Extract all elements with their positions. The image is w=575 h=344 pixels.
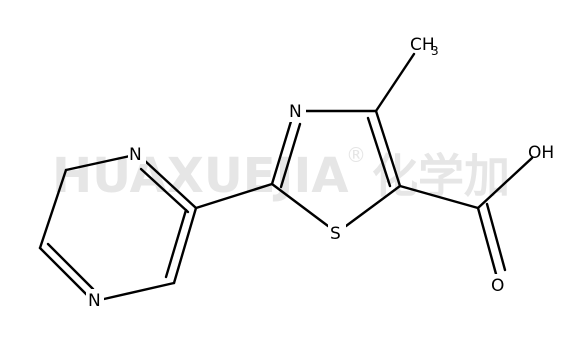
bond-c6-c5 [38, 168, 68, 250]
watermark-registered-mark: ® [346, 143, 366, 167]
bond-c4-c5-inner [366, 116, 392, 188]
thiazole-ring [270, 109, 402, 228]
atom-n-thiazole: N [289, 102, 302, 122]
watermark-cjk: 化学加 [372, 149, 510, 203]
atom-n-pyrazine-bottom: N [88, 291, 101, 311]
bond-pyrazine-thiazole [194, 182, 274, 210]
watermark-latin: HUAXUEJIA [52, 148, 348, 204]
bond-n1-c6 [64, 154, 132, 172]
bond-c3-c2-inner [164, 208, 188, 279]
bond-c-oh [476, 156, 534, 210]
atom-s-thiazole: S [330, 224, 341, 244]
bond-c2-n1 [142, 158, 198, 210]
bond-c5-ccooh [398, 184, 480, 210]
carboxylic-acid-group [398, 156, 534, 276]
bond-c2-n1-inner [139, 167, 190, 214]
atom-hydroxyl: OH [528, 143, 554, 163]
watermark: HUAXUEJIA ® 化学加 [52, 143, 510, 204]
bond-c5-s1 [344, 184, 402, 228]
bond-s1-c2 [270, 182, 330, 228]
atom-methyl-subscript: 3 [431, 44, 439, 58]
pyrazine-ring [38, 154, 198, 301]
bond-c5-n4-inner [46, 242, 95, 291]
bond-c-o-double [476, 206, 498, 276]
bond-c2-n3-inner [279, 122, 302, 189]
atom-labels: N N N S CH 3 OH O [86, 35, 554, 311]
atom-carbonyl-o: O [491, 276, 504, 296]
bond-c4-c5 [374, 109, 402, 188]
bond-c3-c2 [172, 206, 198, 285]
atom-n-pyrazine-top: N [129, 145, 142, 165]
atom-methyl: CH [410, 35, 435, 55]
bond-c5-n4 [38, 246, 90, 298]
bond-c2-n3 [270, 116, 294, 186]
bond-methyl [374, 52, 416, 113]
bond-c-o-double-inner [485, 202, 507, 272]
bond-n4-c3 [102, 281, 176, 301]
